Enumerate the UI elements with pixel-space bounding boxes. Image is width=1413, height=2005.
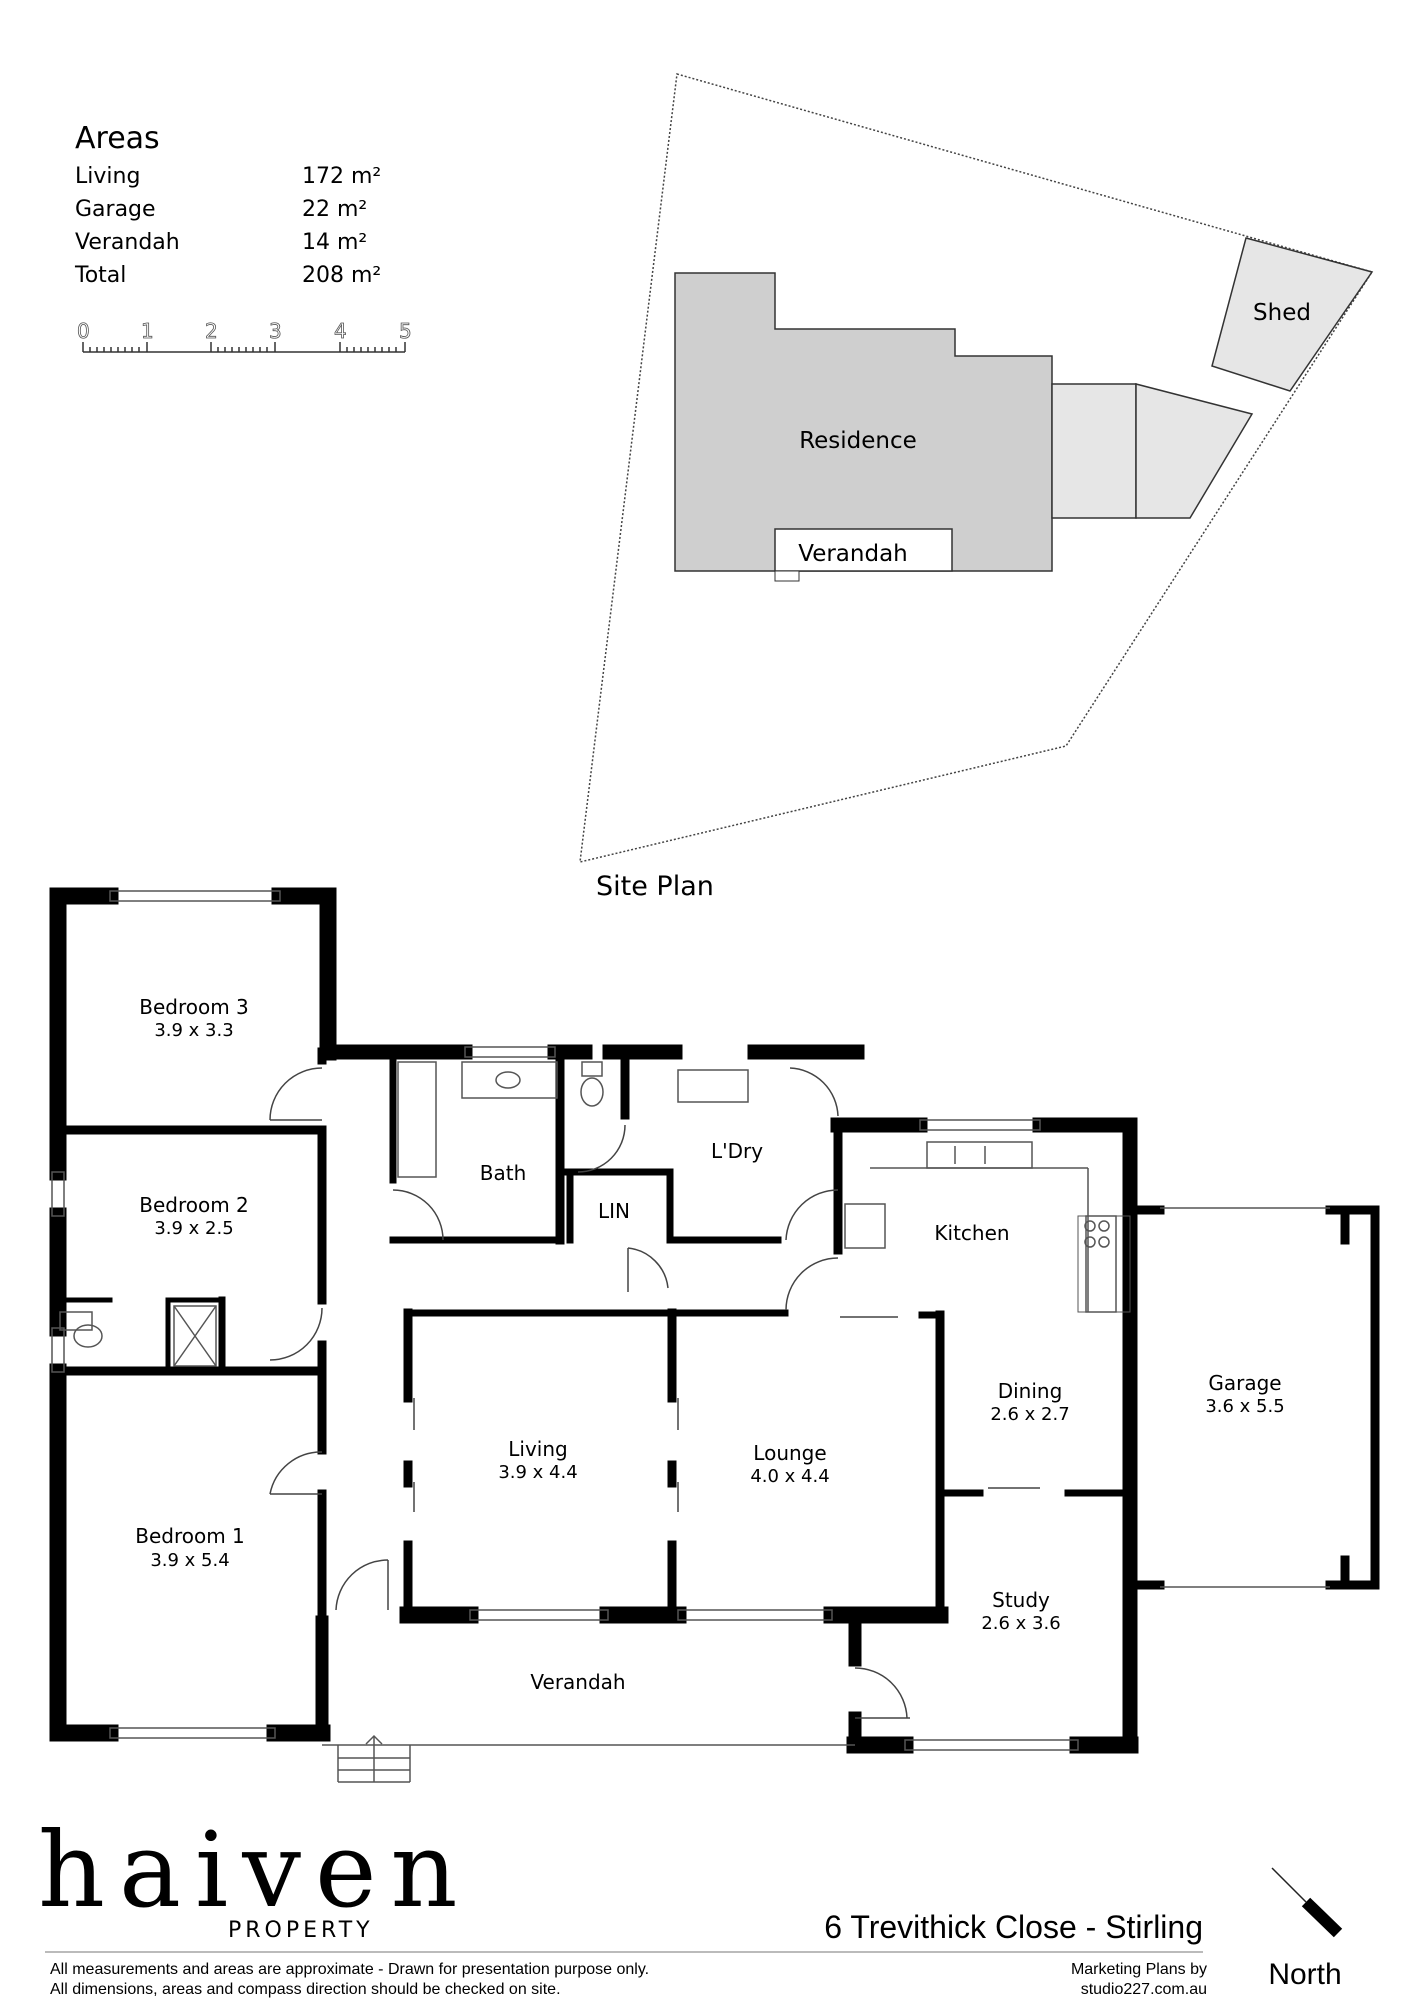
room-bedroom3-name: Bedroom 3 [139, 995, 249, 1019]
credit-line-1: Marketing Plans by [1071, 1961, 1207, 1978]
scale-tick-5: 5 [399, 319, 412, 343]
site-residence-label: Residence [799, 428, 917, 454]
room-study-name: Study [992, 1588, 1050, 1612]
door-swings [269, 1067, 1040, 1719]
room-garage-name: Garage [1208, 1371, 1281, 1395]
room-laundry-name: L'Dry [711, 1139, 763, 1163]
areas-total-value: 208 m² [302, 263, 381, 288]
scale-tick-0: 0 [77, 319, 90, 343]
site-verandah-label: Verandah [798, 541, 908, 567]
site-verandah-outline [774, 528, 953, 572]
room-kitchen-name: Kitchen [934, 1221, 1009, 1245]
room-labels: Bedroom 3 3.9 x 3.3 Bedroom 2 3.9 x 2.5 … [135, 995, 1284, 1694]
room-bedroom1-dims: 3.9 x 5.4 [150, 1550, 229, 1571]
scale-tick-2: 2 [205, 319, 218, 343]
site-carport-outline [1135, 383, 1254, 519]
areas-title: Areas [75, 121, 160, 156]
room-bath-name: Bath [480, 1161, 527, 1185]
scale-bar-labels: 0 1 2 3 4 5 [77, 319, 413, 344]
room-living-name: Living [508, 1437, 567, 1461]
shed-outline [1211, 237, 1374, 392]
room-bedroom2-dims: 3.9 x 2.5 [154, 1218, 233, 1239]
site-garage-outline [1051, 383, 1137, 519]
site-plan-caption: Site Plan [596, 871, 714, 902]
site-plan: Residence Verandah Shed Site Plan [579, 73, 1374, 902]
areas-garage-label: Garage [75, 197, 156, 222]
areas-living-value: 172 m² [302, 164, 381, 189]
room-dining-name: Dining [998, 1379, 1063, 1403]
room-lin-name: LIN [598, 1199, 630, 1223]
credit-line-2: studio227.com.au [1081, 1981, 1207, 1998]
room-bedroom2-name: Bedroom 2 [139, 1193, 249, 1217]
areas-verandah-label: Verandah [75, 230, 180, 255]
floor-plan-fine-lines [51, 890, 1330, 1783]
room-verandah-name: Verandah [530, 1670, 625, 1694]
areas-garage-value: 22 m² [302, 197, 367, 222]
scale-bar [82, 342, 406, 353]
north-arrow-icon [1271, 1867, 1343, 1938]
room-dining-dims: 2.6 x 2.7 [990, 1404, 1069, 1425]
areas-table: Areas Living 172 m² Garage 22 m² Veranda… [74, 121, 381, 288]
footer: haiven PROPERTY 6 Trevithick Close - Sti… [38, 1809, 1343, 1998]
scale-tick-4: 4 [334, 319, 347, 343]
room-lounge-name: Lounge [753, 1441, 826, 1465]
site-boundary [579, 73, 1374, 863]
disclaimer-line-2: All dimensions, areas and compass direct… [50, 1981, 561, 1998]
room-study-dims: 2.6 x 3.6 [981, 1613, 1060, 1634]
room-lounge-dims: 4.0 x 4.4 [750, 1466, 829, 1487]
room-bedroom1-name: Bedroom 1 [135, 1524, 245, 1548]
site-steps [774, 570, 800, 582]
floor-plan-walls [49, 887, 1380, 1754]
scale-tick-3: 3 [269, 319, 282, 343]
site-shed-label: Shed [1253, 300, 1311, 326]
room-garage-dims: 3.6 x 5.5 [1205, 1396, 1284, 1417]
north-label: North [1268, 1958, 1341, 1991]
residence-outline [674, 272, 1053, 572]
room-living-dims: 3.9 x 4.4 [498, 1462, 577, 1483]
room-bedroom3-dims: 3.9 x 3.3 [154, 1020, 233, 1041]
areas-living-label: Living [75, 164, 140, 189]
brand-logo-subtitle: PROPERTY [228, 1918, 374, 1943]
areas-verandah-value: 14 m² [302, 230, 367, 255]
property-address: 6 Trevithick Close - Stirling [824, 1909, 1203, 1945]
brand-logo-wordmark: haiven [38, 1809, 472, 1931]
areas-total-label: Total [74, 263, 126, 288]
scale-tick-1: 1 [141, 319, 154, 343]
disclaimer-line-1: All measurements and areas are approxima… [50, 1961, 649, 1978]
